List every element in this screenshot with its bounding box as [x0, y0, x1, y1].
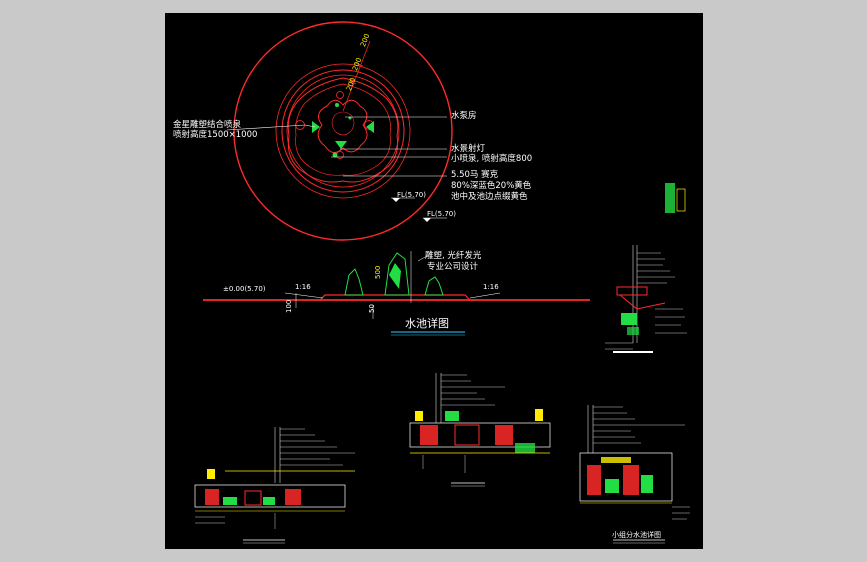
plan-fills: [312, 103, 374, 158]
fountain-plan: [233, 21, 453, 241]
label-mosaic-colors: 80%深蓝色20%黄色: [451, 181, 532, 191]
label-sculpture-design: 雕塑, 光纤发光: [425, 251, 482, 261]
sculpture-main: [384, 252, 410, 296]
paving-ring: [275, 63, 411, 199]
detail-bottom-left-callouts: [195, 428, 355, 529]
sculpture-main-fill: [389, 263, 401, 289]
fountain-section: [203, 251, 590, 336]
label-mosaic-accent: 池中及池边点缀黄色: [451, 192, 528, 202]
section-dimension-bottom: 50: [368, 304, 376, 313]
detail-middle: [409, 373, 551, 487]
label-small-fountain: 小喷泉, 喷射高度800: [451, 154, 533, 164]
pool-edge-inner: [286, 74, 400, 188]
label-mosaic: 5.50马 赛克: [451, 170, 499, 180]
detail-middle-callouts: [422, 374, 505, 473]
nozzle-ring-top: [336, 91, 344, 99]
plan-dimension-line: [342, 40, 371, 112]
label-pump-room: 水泵房: [451, 111, 477, 121]
label-spray-height: 喷射高度1500×1000: [173, 130, 258, 140]
label-sculpture-fountain: 金星雕塑结合喷泉: [173, 120, 242, 130]
cad-drawing-canvas: [194, 21, 690, 544]
section-dimension-right: 500: [374, 265, 382, 279]
pool-wall-inner: [295, 83, 391, 176]
section-elevation-label: ±0.00(5.70): [223, 285, 266, 293]
label-spotlight: 水景射灯: [451, 144, 486, 154]
label-specialist-design: 专业公司设计: [427, 262, 479, 272]
elevation-label-2: FL(5.70): [427, 210, 456, 218]
section-dimension-left: 100: [285, 299, 293, 313]
pool-wall-lobed: [287, 77, 399, 183]
nozzle-ring-bottom: [336, 151, 344, 159]
plan-elevation-markers: [392, 198, 431, 222]
slope-label-left: 1:16: [295, 283, 311, 291]
pool-edge-outer: [281, 69, 405, 193]
detail-title-small-pool: 小组分水池详图: [612, 531, 661, 539]
drawing-sheet[interactable]: 金星雕塑结合喷泉 喷射高度1500×1000 水泵房 水景射灯 小喷泉, 喷射高…: [165, 13, 703, 549]
slope-label-right: 1:16: [483, 283, 499, 291]
section-title: 水池详图: [405, 317, 449, 330]
elevation-label-1: FL(5.70): [397, 191, 426, 199]
detail-right-upper: [613, 183, 686, 353]
plan-leaders: [226, 116, 447, 219]
outer-plaza-ring: [233, 21, 453, 241]
detail-bottom-right: [579, 405, 673, 544]
detail-bottom-right-callouts: [593, 406, 690, 520]
sculpture-base: [317, 99, 368, 153]
sculpture-right: [424, 276, 444, 296]
detail-right-upper-callouts: [605, 252, 687, 350]
sculpture-left: [344, 268, 364, 296]
sculpture-inner: [331, 111, 355, 136]
detail-bottom-left: [194, 427, 355, 544]
